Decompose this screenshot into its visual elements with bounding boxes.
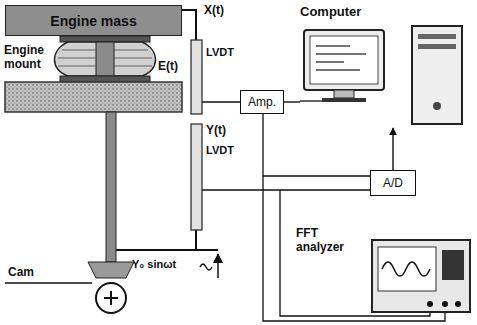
computer-icon [433, 102, 441, 110]
node-label: Amp. [248, 95, 276, 109]
engine-mount [55, 42, 156, 76]
signal-wire [202, 101, 445, 321]
sensor-name: LVDT [206, 46, 234, 59]
part-name: Engine mount [4, 44, 56, 72]
base-plate [5, 82, 182, 112]
part-name: Cam [8, 266, 34, 280]
fft-analyzer: FFT analyzer [296, 222, 472, 322]
engine-mount [60, 76, 150, 82]
shaft-and-cam [96, 283, 126, 313]
signal-name: X(t) [204, 4, 224, 18]
fft-analyzer-icon [372, 240, 470, 312]
lvdt-x [182, 10, 202, 114]
converter-box: A/D [370, 170, 416, 196]
node-label: Engine mass [50, 13, 136, 29]
lvdt-x [191, 40, 202, 114]
lvdt-y [191, 124, 202, 230]
lvdt-y [217, 254, 219, 278]
signal-wire [263, 175, 370, 176]
shaft-and-cam [88, 262, 134, 278]
fft-analyzer-icon [372, 240, 470, 312]
fft-analyzer-icon [442, 250, 464, 280]
fft-analyzer-icon [427, 301, 433, 307]
signal-wire [202, 189, 370, 190]
computer-icon [418, 44, 456, 49]
engine-mount [55, 36, 156, 82]
fft-analyzer-icon [442, 301, 448, 307]
signal-wire [202, 101, 240, 102]
mass-block: Engine mass [5, 5, 182, 36]
shaft-and-cam [106, 112, 116, 262]
base-plate [5, 82, 182, 112]
computer-icon [304, 30, 384, 90]
node-label: Computer [300, 4, 390, 19]
signal-wire [263, 114, 445, 321]
signal-wire [300, 100, 322, 101]
fft-analyzer-icon [455, 301, 461, 307]
computer-icon [334, 90, 354, 98]
computer-icon [412, 26, 462, 124]
signal-connector [392, 128, 393, 170]
amplifier-box: Amp. [240, 90, 284, 114]
computer-icon [316, 46, 366, 70]
engine-mount [60, 36, 150, 42]
fft-analyzer-icon [378, 247, 436, 291]
sensor-name: LVDT [206, 144, 234, 157]
computer-icon [322, 98, 366, 102]
lvdt-x [182, 10, 196, 40]
computer-icon [418, 34, 456, 39]
fft-analyzer-icon [382, 262, 430, 276]
node-label: FFT analyzer [296, 226, 360, 254]
node-label: A/D [383, 176, 403, 190]
input-signal: Y₀ sinωt [132, 258, 176, 271]
lvdt-y [116, 230, 218, 250]
signal-name: E(t) [158, 60, 178, 74]
computer-icon [310, 36, 378, 84]
lvdt-y [200, 264, 212, 270]
signal-connector [284, 101, 300, 102]
computer-icon [304, 26, 462, 124]
signal-name: Y(t) [206, 124, 226, 138]
engine-mount [96, 42, 114, 76]
lvdt-y [116, 124, 218, 278]
shaft-and-cam [104, 291, 118, 305]
shaft-and-cam [5, 112, 134, 313]
computer: Computer [300, 4, 466, 128]
shaft-and-cam [5, 282, 92, 284]
